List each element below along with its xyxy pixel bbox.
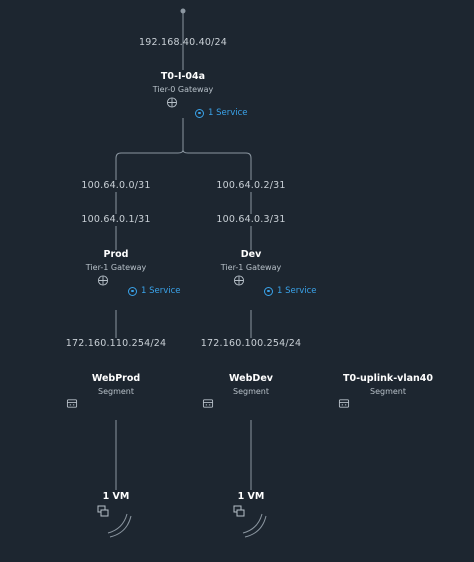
- webprod-segment-name[interactable]: WebProd: [91, 373, 141, 384]
- dev-services-link[interactable]: 1 Service: [264, 286, 317, 296]
- dev-gateway-type: Tier-1 Gateway: [220, 263, 282, 272]
- dev-t0-side-ip: 100.64.0.2/31: [216, 180, 286, 191]
- prod-gateway-name[interactable]: Prod: [103, 249, 129, 260]
- vm-group-icon[interactable]: [233, 505, 245, 517]
- prod-services-link[interactable]: 1 Service: [128, 286, 181, 296]
- webdev-segment-type: Segment: [233, 387, 269, 396]
- vm-group-icon[interactable]: [97, 505, 109, 517]
- uplink-endpoint: [180, 8, 186, 14]
- dev-gateway-name[interactable]: Dev: [240, 249, 262, 260]
- segment-icon[interactable]: [338, 398, 350, 409]
- service-indicator-icon: [195, 108, 204, 118]
- dev-vm-arc-2: [242, 513, 263, 534]
- t0-branch-left: [115, 149, 184, 180]
- dev-vm-count[interactable]: 1 VM: [237, 491, 265, 502]
- t0-gateway-name[interactable]: T0-I-04a: [160, 71, 206, 82]
- prod-vm-arc-1: [109, 515, 132, 538]
- segment-icon[interactable]: [66, 398, 78, 409]
- webprod-gateway-ip: 172.160.110.254/24: [65, 338, 167, 349]
- dev-t1-side-ip: 100.64.0.3/31: [216, 214, 286, 225]
- router-icon[interactable]: [97, 275, 109, 286]
- dev-vm-arc-1: [244, 515, 267, 538]
- prod-vm-count[interactable]: 1 VM: [102, 491, 130, 502]
- prod-gateway-type: Tier-1 Gateway: [85, 263, 147, 272]
- webdev-segment-name[interactable]: WebDev: [229, 373, 273, 384]
- t0-uplink-ip: 192.168.40.40/24: [139, 37, 227, 48]
- t0-branch-right: [182, 149, 252, 180]
- prod-t0-side-ip: 100.64.0.0/31: [81, 180, 151, 191]
- uplink-segment-name[interactable]: T0-uplink-vlan40: [343, 373, 433, 384]
- t0-services-link[interactable]: 1 Service: [195, 108, 248, 118]
- webprod-segment-type: Segment: [98, 387, 134, 396]
- dev-services-label: 1 Service: [277, 286, 317, 296]
- t0-services-label: 1 Service: [208, 108, 248, 118]
- t0-gateway-type: Tier-0 Gateway: [152, 85, 214, 94]
- uplink-segment-type: Segment: [370, 387, 406, 396]
- prod-vm-arc-2: [107, 513, 128, 534]
- router-icon[interactable]: [233, 275, 245, 286]
- prod-t1-side-ip: 100.64.0.1/31: [81, 214, 151, 225]
- prod-services-label: 1 Service: [141, 286, 181, 296]
- router-icon[interactable]: [166, 97, 178, 108]
- service-indicator-icon: [264, 286, 273, 296]
- service-indicator-icon: [128, 286, 137, 296]
- webdev-gateway-ip: 172.160.100.254/24: [200, 338, 302, 349]
- segment-icon[interactable]: [202, 398, 214, 409]
